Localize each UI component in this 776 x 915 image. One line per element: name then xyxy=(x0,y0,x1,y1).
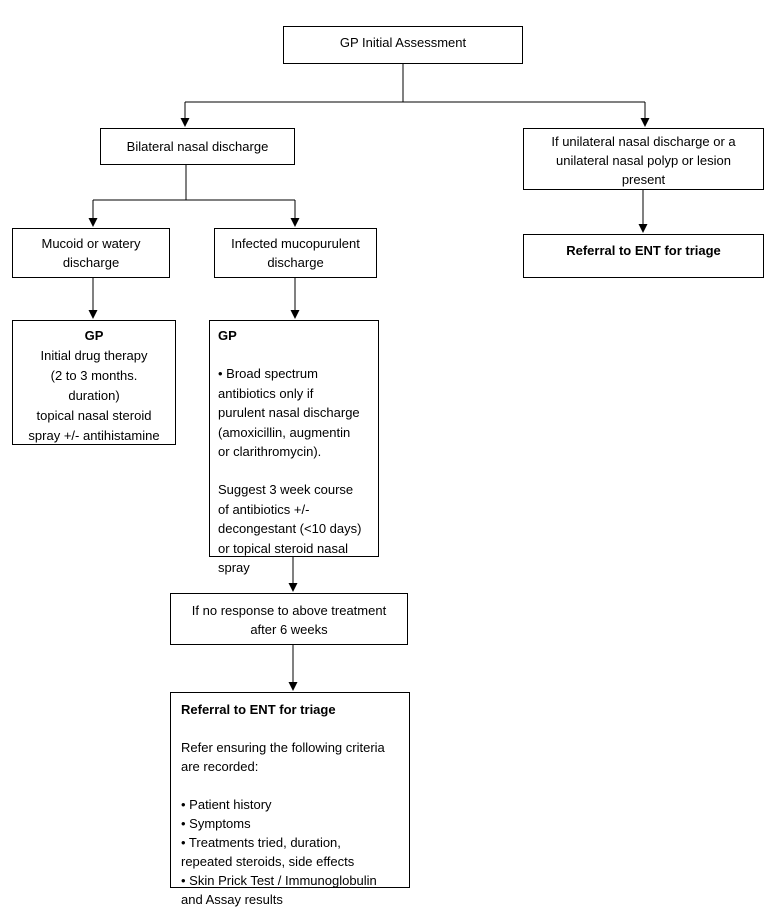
node-infected-mucopurulent-discharge: Infected mucopurulent discharge xyxy=(214,228,377,278)
node-bullet: • Treatments tried, duration, xyxy=(181,835,341,850)
node-text: If unilateral nasal discharge or a xyxy=(551,134,736,149)
node-bullet: and Assay results xyxy=(181,892,283,907)
node-text: or topical steroid nasal xyxy=(218,540,349,556)
node-text: are recorded: xyxy=(181,759,259,774)
node-gp-initial-drug-therapy: GP Initial drug therapy (2 to 3 months. … xyxy=(12,320,176,445)
node-text: decongestant (<10 days) xyxy=(218,521,362,537)
node-text: Bilateral nasal discharge xyxy=(126,139,269,154)
node-title: GP xyxy=(218,328,237,343)
node-referral-ent-triage-criteria: Referral to ENT for triage Refer ensurin… xyxy=(170,692,410,907)
node-text: or clarithromycin). xyxy=(218,444,322,460)
node-text: Initial drug therapy xyxy=(40,348,148,363)
node-text: present xyxy=(621,172,666,187)
node-bullet: • Symptoms xyxy=(181,816,251,831)
node-text: If no response to above treatment xyxy=(191,603,387,618)
node-text: (2 to 3 months. xyxy=(50,368,138,383)
node-text: Infected mucopurulent xyxy=(231,236,360,251)
node-paragraph: Refer ensuring the following criteria ar… xyxy=(181,738,405,776)
node-gp-initial-assessment: GP Initial Assessment xyxy=(283,26,523,64)
node-unilateral-nasal-discharge: If unilateral nasal discharge or a unila… xyxy=(523,128,764,190)
node-text: antibiotics only if xyxy=(218,385,314,401)
node-title: GP xyxy=(84,328,104,343)
node-text: discharge xyxy=(267,255,324,270)
node-text: • Broad spectrum xyxy=(218,366,318,382)
node-paragraph: Suggest 3 week course of antibiotics +/-… xyxy=(218,480,376,577)
node-title: Referral to ENT for triage xyxy=(566,243,721,258)
node-no-response-6-weeks: If no response to above treatment after … xyxy=(170,593,408,645)
node-text: (amoxicillin, augmentin xyxy=(218,424,351,440)
node-text: topical nasal steroid xyxy=(36,408,152,423)
node-text: unilateral nasal polyp or lesion xyxy=(556,153,731,168)
node-title: Referral to ENT for triage xyxy=(181,702,336,717)
node-text: Suggest 3 week course xyxy=(218,482,354,498)
node-bilateral-nasal-discharge: Bilateral nasal discharge xyxy=(100,128,295,165)
node-bullet: • Patient history xyxy=(181,797,272,812)
node-paragraph: • Broad spectrum antibiotics only if pur… xyxy=(218,364,376,461)
node-bullet: • Skin Prick Test / Immunoglobulin xyxy=(181,873,377,888)
node-gp-antibiotics: GP • Broad spectrum antibiotics only if … xyxy=(209,320,379,575)
node-bullet-list: • Patient history • Symptoms • Treatment… xyxy=(181,795,405,909)
node-referral-ent-triage-right: Referral to ENT for triage xyxy=(523,234,764,278)
node-text: duration) xyxy=(68,388,120,403)
node-text: discharge xyxy=(62,255,120,270)
node-text: Refer ensuring the following criteria xyxy=(181,740,385,755)
node-text: after 6 weeks xyxy=(250,622,328,637)
node-text: Mucoid or watery xyxy=(41,236,141,251)
node-text: purulent nasal discharge xyxy=(218,405,360,421)
node-text: GP Initial Assessment xyxy=(339,35,467,50)
node-bullet: repeated steroids, side effects xyxy=(181,854,355,869)
node-text: spray xyxy=(218,560,250,576)
node-mucoid-watery-discharge: Mucoid or watery discharge xyxy=(12,228,170,278)
node-text: spray +/- antihistamine xyxy=(28,428,160,443)
node-text: of antibiotics +/- xyxy=(218,501,310,517)
